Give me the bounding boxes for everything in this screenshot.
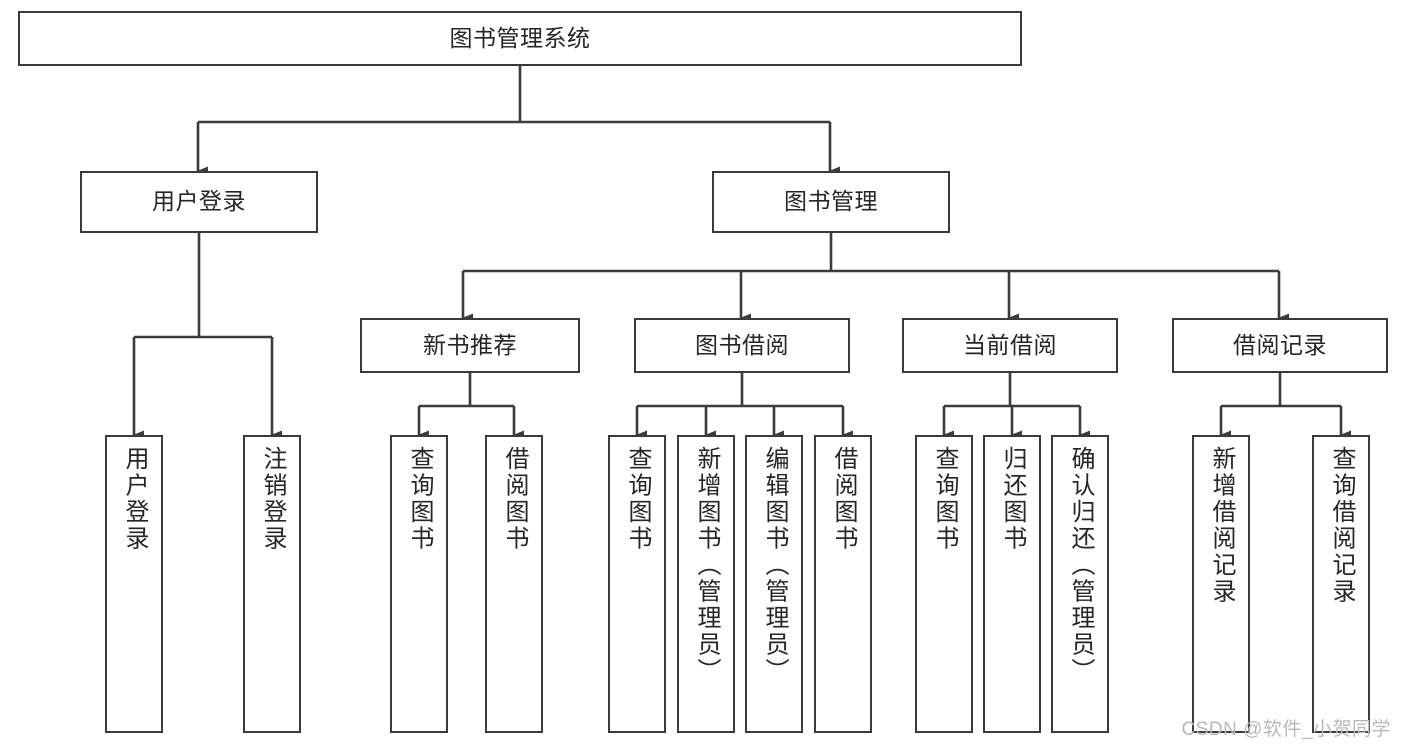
node-label: 新增图书（管理员）	[693, 446, 720, 685]
node-book-borrow[interactable]: 图书借阅	[634, 318, 850, 373]
node-label: 查询图书	[931, 446, 958, 552]
node-label: 用户登录	[152, 188, 246, 215]
node-label: 归还图书	[999, 446, 1026, 552]
node-query-book-3[interactable]: 查询图书	[915, 435, 973, 733]
node-label: 注销登录	[259, 446, 286, 552]
node-return-book[interactable]: 归还图书	[983, 435, 1041, 733]
node-book-manage[interactable]: 图书管理	[712, 171, 950, 233]
node-label: 查询图书	[406, 446, 433, 552]
node-query-borrow-record[interactable]: 查询借阅记录	[1312, 435, 1370, 733]
node-label: 图书管理	[784, 188, 878, 215]
node-user-logout[interactable]: 注销登录	[243, 435, 301, 733]
node-confirm-return[interactable]: 确认归还（管理员）	[1051, 435, 1109, 733]
node-root-system[interactable]: 图书管理系统	[18, 11, 1022, 66]
node-borrow-record[interactable]: 借阅记录	[1172, 318, 1388, 373]
node-label: 新书推荐	[423, 331, 517, 358]
node-query-book-1[interactable]: 查询图书	[390, 435, 448, 733]
node-label: 查询图书	[624, 446, 651, 552]
node-new-book-recommend[interactable]: 新书推荐	[360, 318, 580, 373]
node-label: 确认归还（管理员）	[1067, 446, 1094, 685]
node-label: 借阅图书	[501, 446, 528, 552]
node-label: 借阅记录	[1233, 331, 1327, 358]
node-label: 用户登录	[121, 446, 148, 552]
node-user-login-do[interactable]: 用户登录	[105, 435, 163, 733]
node-query-book-2[interactable]: 查询图书	[608, 435, 666, 733]
node-label: 编辑图书（管理员）	[761, 446, 788, 685]
node-label: 借阅图书	[830, 446, 857, 552]
node-label: 当前借阅	[963, 331, 1057, 358]
node-user-login[interactable]: 用户登录	[80, 171, 318, 233]
node-label: 新增借阅记录	[1208, 446, 1235, 605]
node-label: 查询借阅记录	[1328, 446, 1355, 605]
node-add-book[interactable]: 新增图书（管理员）	[677, 435, 735, 733]
node-borrow-book-1[interactable]: 借阅图书	[485, 435, 543, 733]
node-add-borrow-record[interactable]: 新增借阅记录	[1192, 435, 1250, 733]
node-edit-book[interactable]: 编辑图书（管理员）	[745, 435, 803, 733]
node-label: 图书管理系统	[449, 24, 591, 51]
node-label: 图书借阅	[695, 331, 789, 358]
node-current-borrow[interactable]: 当前借阅	[902, 318, 1118, 373]
node-borrow-book-2[interactable]: 借阅图书	[814, 435, 872, 733]
